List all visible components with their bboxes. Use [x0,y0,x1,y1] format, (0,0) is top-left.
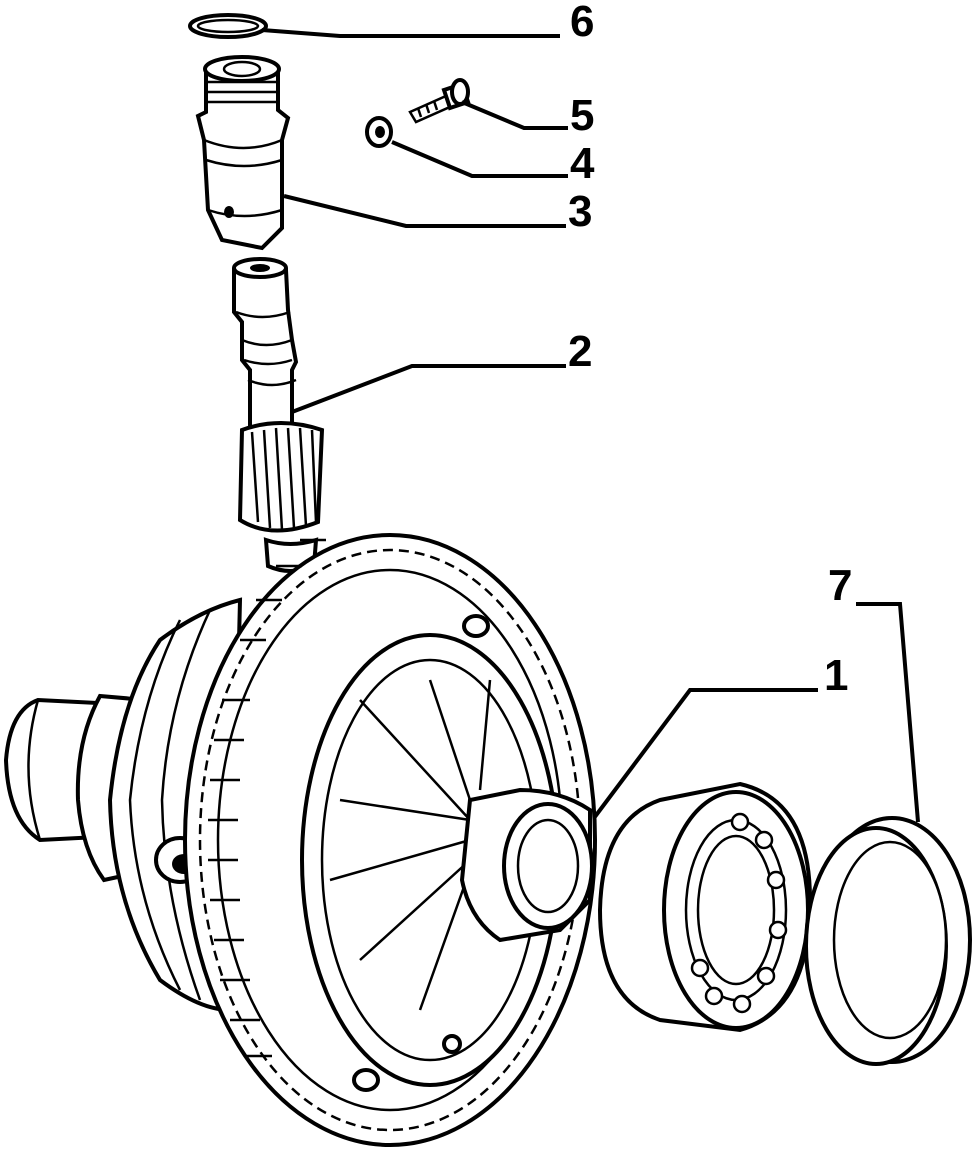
part-6-o-ring [188,13,268,39]
leader-7 [856,602,920,823]
part-3-sleeve [195,55,291,251]
part-5-screw [408,78,471,124]
callout-4: 4 [570,139,595,188]
leader-6 [261,28,560,38]
leader-1 [592,688,818,820]
part-1-bearing [597,781,813,1033]
callout-1: 1 [824,651,848,700]
part-7-shim-ring [804,816,972,1066]
leader-5 [461,100,568,130]
part-4-washer [365,116,393,148]
part-2-pinion-shaft [232,257,325,573]
callout-labels: 6 5 4 3 2 1 7 [568,0,852,700]
leader-3 [283,194,566,228]
callout-6: 6 [570,0,594,46]
leader-4 [391,140,568,178]
leader-lines [261,28,920,823]
callout-7: 7 [828,561,852,610]
callout-5: 5 [570,91,594,140]
leader-2 [291,364,566,414]
callout-3: 3 [568,187,592,236]
callout-2: 2 [568,327,592,376]
differential-assembly [3,533,597,1147]
